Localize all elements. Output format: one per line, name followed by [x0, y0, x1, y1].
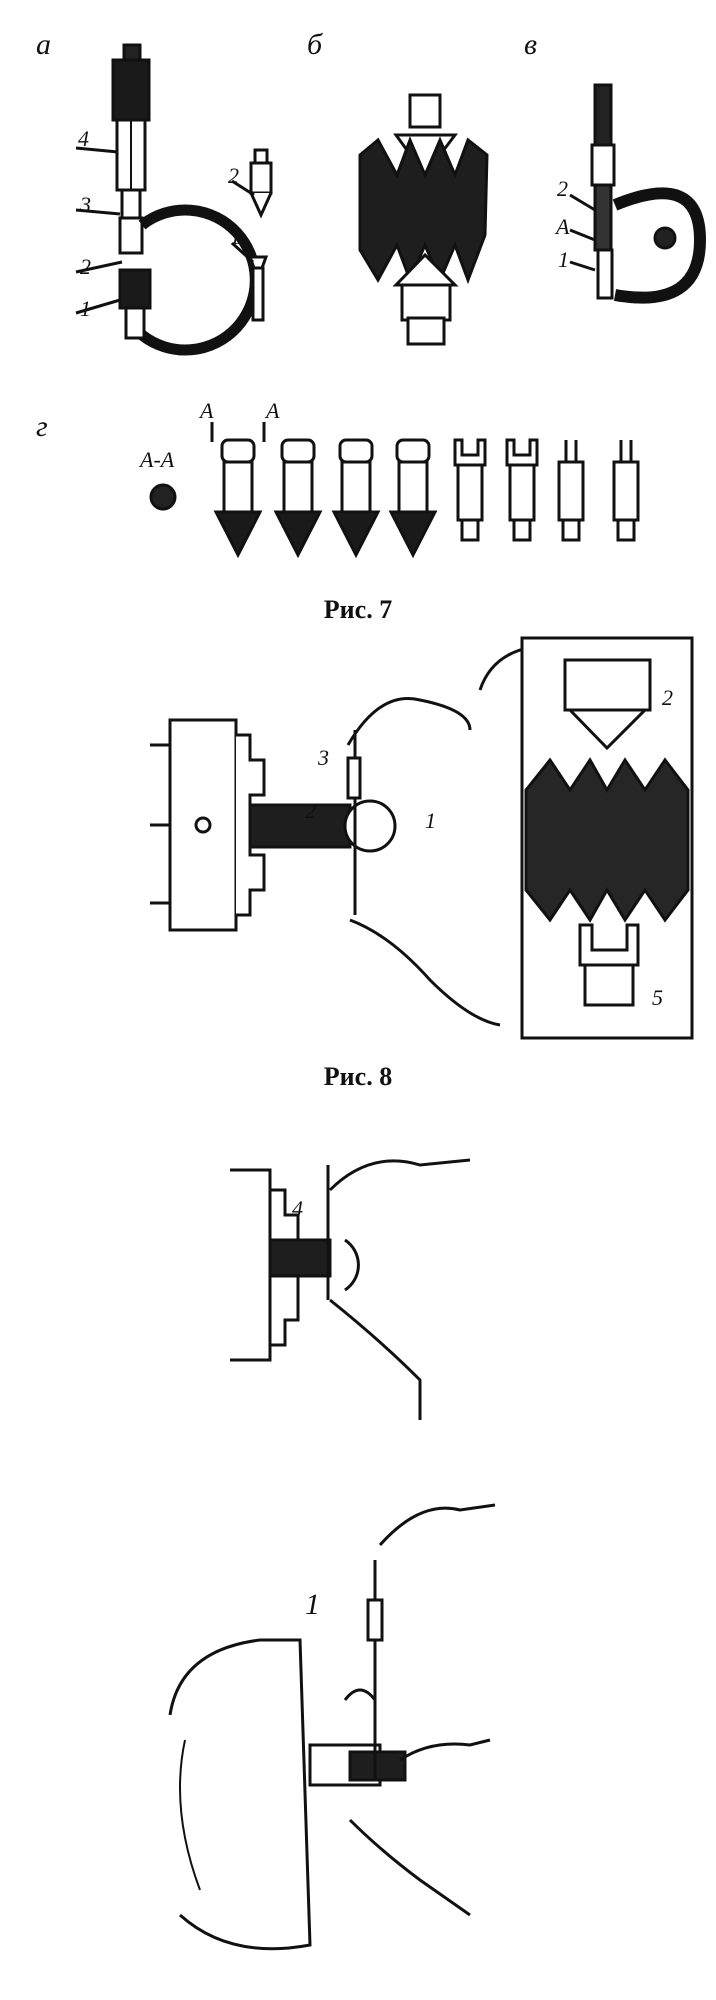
fig9-callout-4: 4 [292, 1196, 303, 1221]
v-callout-a: A [556, 214, 570, 239]
panel-label-g: г [36, 410, 48, 443]
fig8-callout-1: 1 [425, 808, 436, 833]
inserts-illustration [149, 422, 640, 559]
panel-label-a: а [36, 28, 51, 61]
fig10-callout-1: 1 [305, 1588, 320, 1621]
a-part-2: 2 [228, 163, 239, 188]
v-callout-2: 2 [557, 176, 568, 201]
v-callout-1: 1 [558, 247, 569, 272]
a-part-1: 1 [230, 224, 241, 249]
a-callout-3: 3 [80, 192, 91, 217]
section-arrow-a-right: A [266, 398, 280, 423]
a-callout-1: 1 [80, 296, 91, 321]
a-callout-2: 2 [80, 254, 91, 279]
caption-fig-8: Рис. 8 [323, 1062, 393, 1091]
fig8-inset-callout-2: 2 [662, 685, 673, 710]
lathe-measurement-illustration [150, 636, 694, 1040]
section-label-a-a: A-A [140, 447, 175, 472]
section-arrow-a-left: A [200, 398, 214, 423]
caption-fig-7: Рис. 7 [323, 595, 393, 624]
lathe-thread-check-illustration [230, 1158, 471, 1420]
micrometer-illustration [75, 43, 707, 356]
fig8-inset-callout-5: 5 [652, 985, 663, 1010]
a-callout-4: 4 [78, 126, 89, 151]
fig8-callout-3: 3 [318, 745, 329, 770]
panel-label-v: в [524, 28, 538, 61]
panel-label-b: б [307, 28, 323, 61]
fig8-callout-2: 2 [305, 798, 316, 823]
